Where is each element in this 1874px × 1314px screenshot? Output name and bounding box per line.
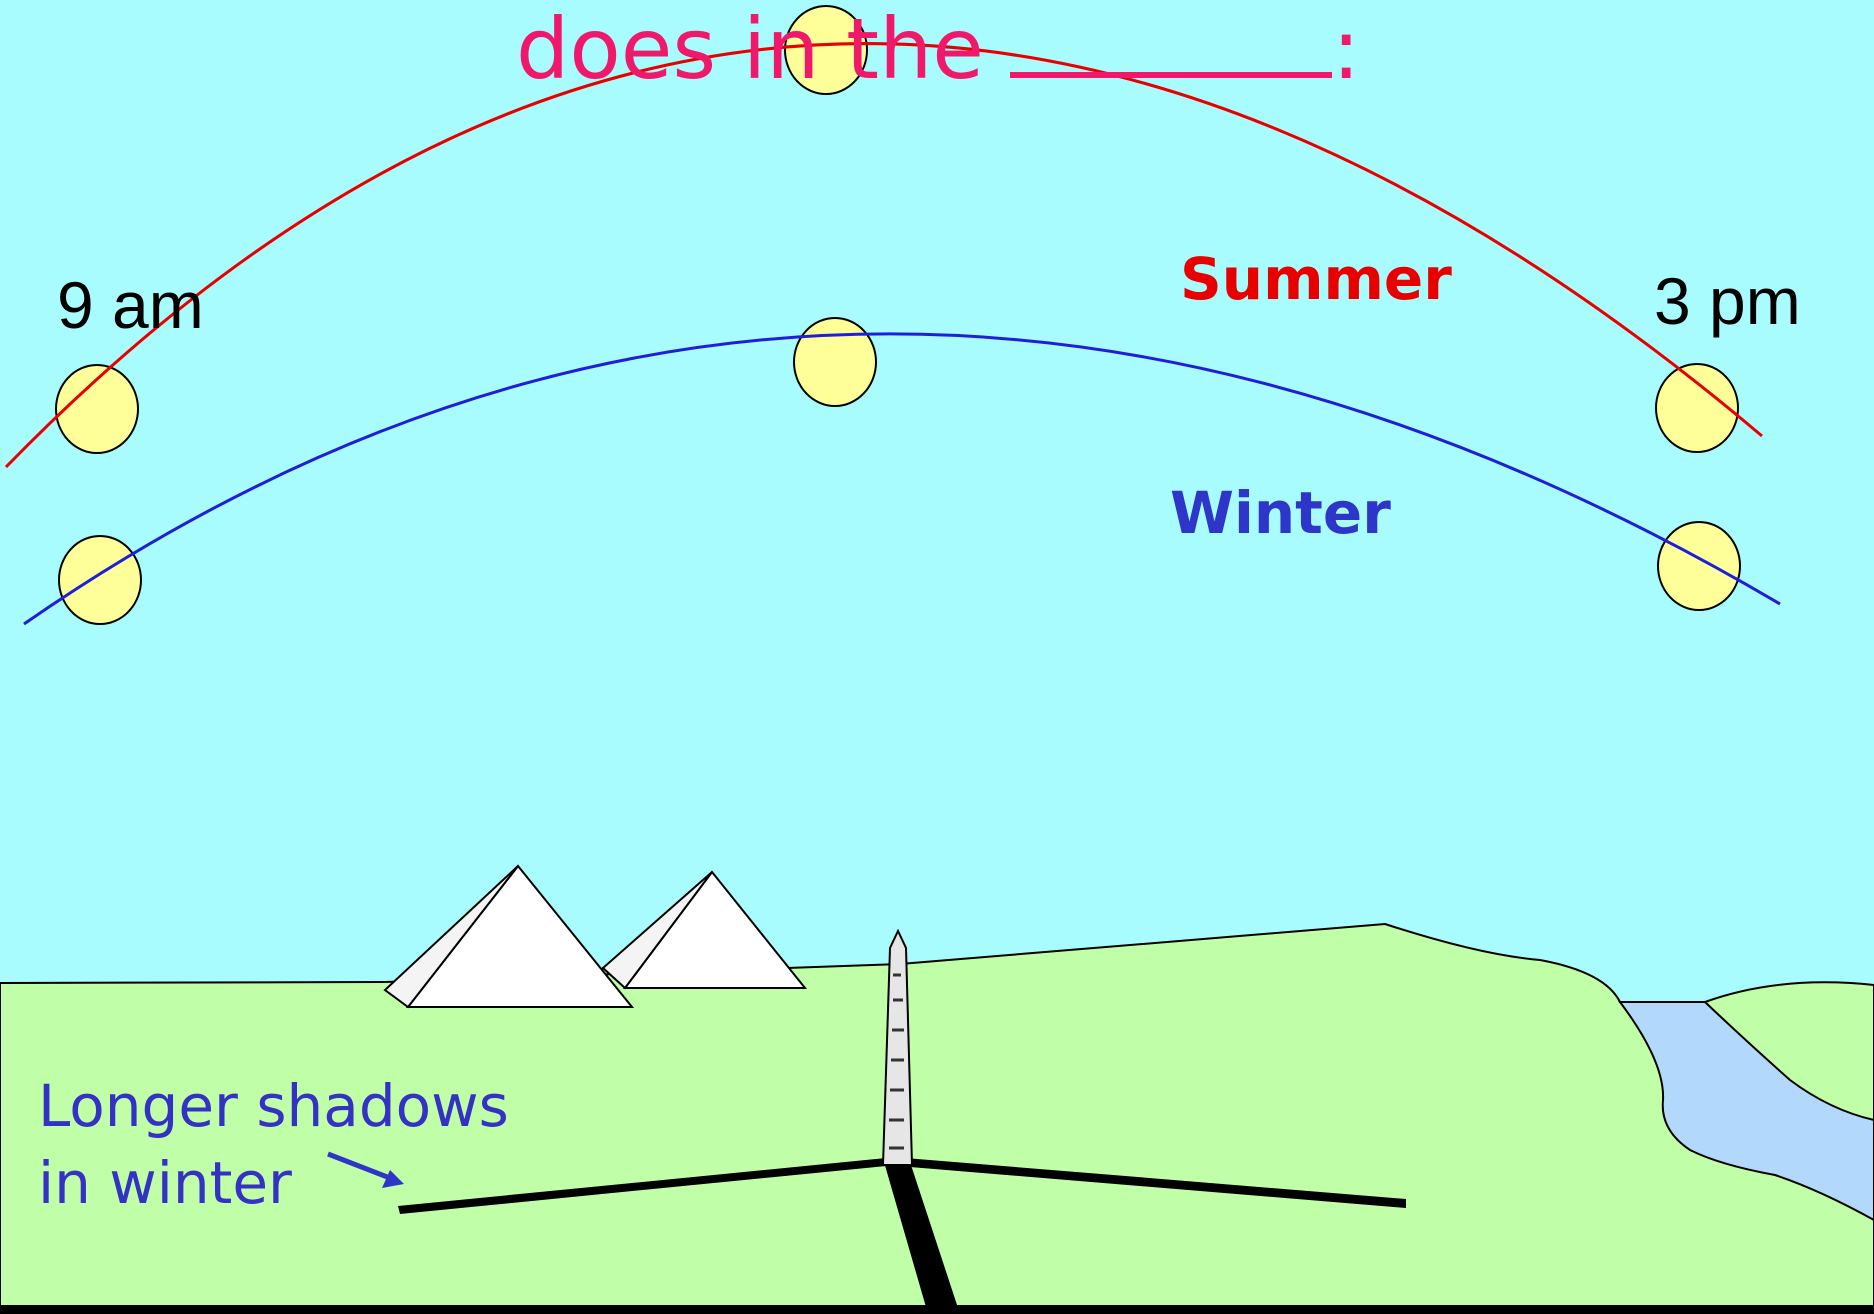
noon-shadow — [884, 1162, 960, 1314]
afternoon-shadow — [898, 1158, 1406, 1208]
winter-sun-path — [23, 332, 1781, 626]
shadow-note-line2: in winter — [38, 1148, 292, 1217]
morning-shadow — [398, 1158, 896, 1214]
bottom-border — [0, 1306, 1874, 1314]
title: does in the: — [516, 2, 1360, 91]
obelisk — [881, 928, 914, 1166]
sun-summer-3pm — [1655, 363, 1739, 453]
sun-winter-3pm — [1657, 521, 1741, 611]
summer-sun-path — [4, 42, 1763, 469]
shadow-arrow — [327, 1151, 404, 1188]
sun-winter-noon — [793, 317, 877, 407]
pyramid-left — [383, 864, 635, 1009]
title-suffix: : — [1332, 0, 1361, 98]
ground — [0, 922, 1874, 1307]
winter-label: Winter — [1170, 479, 1391, 547]
sun-summer-noon — [784, 5, 868, 95]
summer-label: Summer — [1180, 245, 1452, 313]
sun-winter-9am — [58, 535, 142, 625]
title-text: does in the — [516, 0, 984, 98]
label-9am: 9 am — [57, 268, 204, 342]
sun-summer-9am — [55, 364, 139, 454]
label-3pm: 3 pm — [1654, 264, 1801, 338]
shadow-note: Longer shadows in winter — [38, 1068, 509, 1221]
obelisk-shadows — [398, 1158, 1406, 1314]
shadow-note-line1: Longer shadows — [38, 1072, 509, 1140]
title-blank — [1010, 2, 1332, 78]
river — [1618, 1001, 1874, 1222]
pyramid-right — [601, 870, 808, 990]
